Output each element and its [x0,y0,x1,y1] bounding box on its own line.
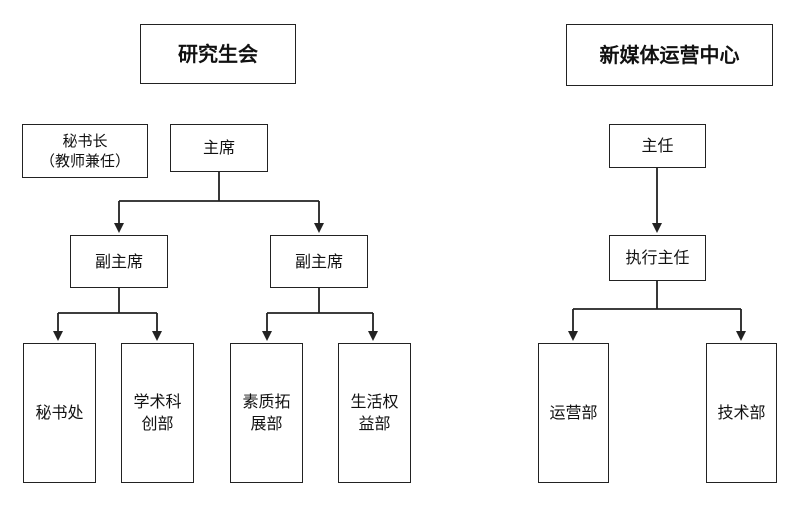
dept-development-box: 素质拓 展部 [230,343,303,483]
vice-chair-left-box: 副主席 [70,235,168,288]
student-council-title: 研究生会 [140,24,296,84]
dept-development-label-line2: 展部 [250,414,283,433]
vice-chair-right-box: 副主席 [270,235,368,288]
dept-secretariat-label: 秘书处 [35,403,84,422]
dept-welfare-label-line2: 益部 [358,414,391,433]
dept-secretariat-box: 秘书处 [23,343,96,483]
secretary-general-label: 秘书长 [62,132,108,150]
dept-welfare-box: 生活权 益部 [338,343,411,483]
dept-tech-label: 技术部 [717,403,766,422]
dept-academic-box: 学术科 创部 [121,343,194,483]
media-center-title: 新媒体运营中心 [566,24,773,86]
dept-academic-label-line2: 创部 [141,414,174,433]
dept-tech-box: 技术部 [706,343,777,483]
dept-operations-label: 运营部 [549,403,598,422]
dept-welfare-label-line1: 生活权 [350,392,399,411]
secretary-general-note: （教师兼任） [39,152,130,170]
dept-academic-label-line1: 学术科 [133,392,182,411]
dept-operations-box: 运营部 [538,343,609,483]
dept-development-label-line1: 素质拓 [242,392,291,411]
executive-director-box: 执行主任 [609,235,706,281]
director-box: 主任 [609,124,706,168]
secretary-general-box: 秘书长 （教师兼任） [22,124,148,178]
chair-box: 主席 [170,124,268,172]
